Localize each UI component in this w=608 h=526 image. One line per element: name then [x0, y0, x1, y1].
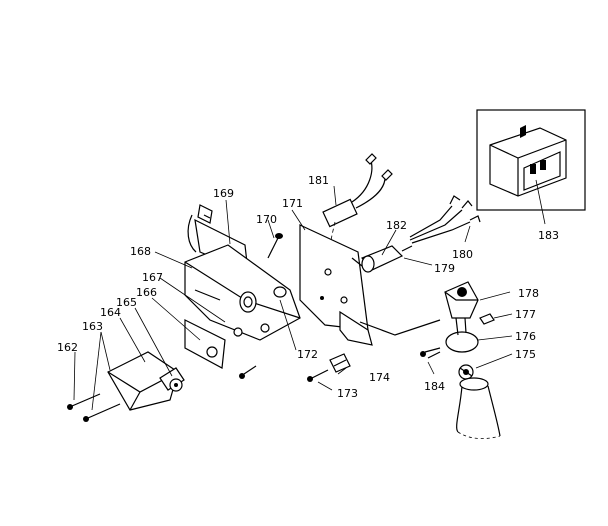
label-183: 183 — [538, 229, 559, 242]
screw — [267, 233, 283, 259]
label-168: 168 — [130, 245, 151, 258]
label-175: 175 — [515, 348, 536, 361]
label-181: 181 — [308, 174, 329, 187]
label-171: 171 — [282, 197, 303, 210]
label-166: 166 — [136, 286, 157, 299]
wire-line — [359, 319, 441, 336]
label-165: 165 — [116, 296, 137, 309]
label-180: 180 — [452, 248, 473, 261]
label-176: 176 — [515, 330, 536, 343]
label-178: 178 — [518, 287, 539, 300]
label-174: 174 — [369, 371, 390, 384]
label-173: 173 — [337, 387, 358, 400]
transformer-inset — [476, 109, 586, 211]
gear-plate — [184, 319, 270, 369]
clip-and-screw — [307, 353, 351, 382]
mounting-plate — [299, 224, 373, 346]
screw-184 — [420, 347, 441, 357]
label-182: 182 — [386, 219, 407, 232]
tube — [456, 377, 501, 440]
label-169: 169 — [213, 187, 234, 200]
label-162: 162 — [57, 341, 78, 354]
leader-lines — [73, 179, 546, 411]
label-184: 184 — [424, 380, 445, 393]
label-170: 170 — [256, 213, 277, 226]
screws-left — [67, 365, 257, 422]
label-177: 177 — [515, 308, 536, 321]
label-164: 164 — [100, 306, 121, 319]
thermostat-sensor — [361, 245, 413, 273]
motor — [107, 351, 185, 411]
label-163: 163 — [82, 320, 103, 333]
power-cord — [409, 195, 481, 244]
label-179: 179 — [434, 262, 455, 275]
label-172: 172 — [297, 348, 318, 361]
label-167: 167 — [142, 271, 163, 284]
housing-cover — [184, 244, 301, 341]
spring-nut — [458, 364, 474, 380]
switch-assembly — [427, 281, 495, 359]
